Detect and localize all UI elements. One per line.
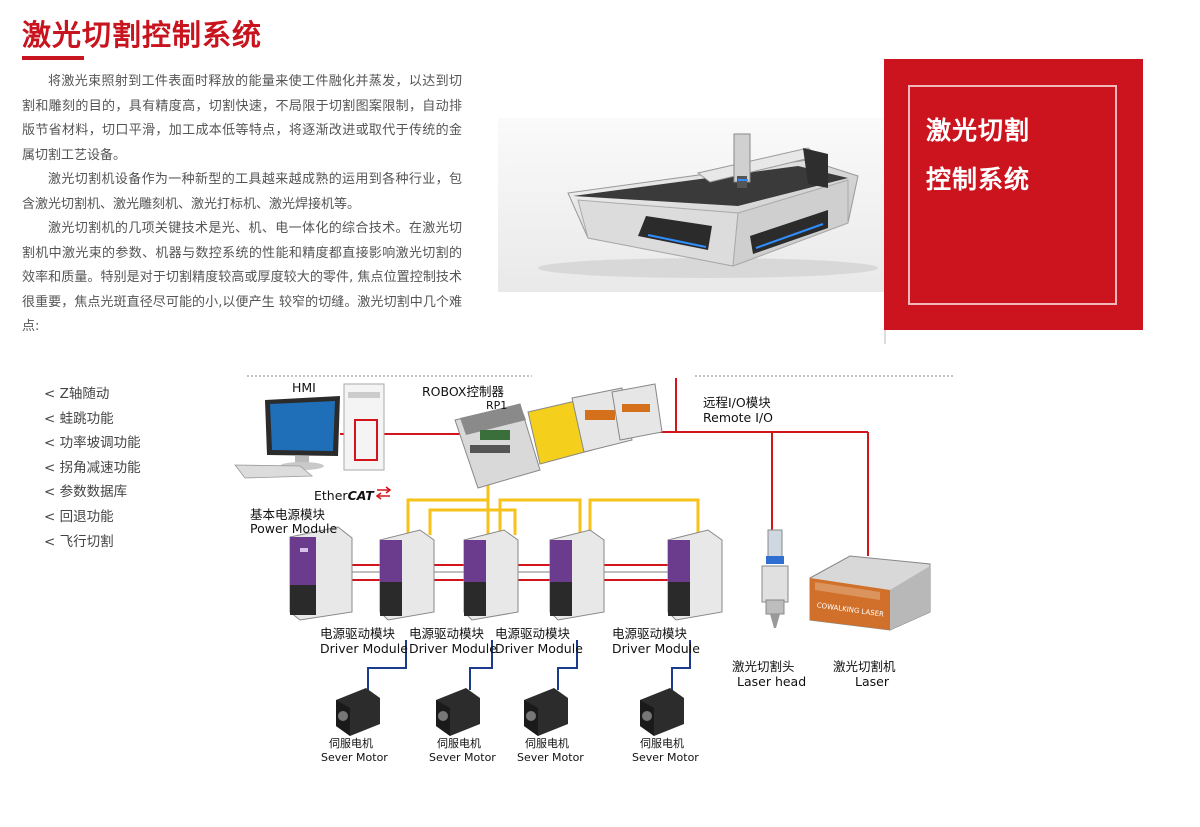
feature-item: < 参数数据库: [44, 484, 128, 501]
feature-item: < 蛙跳功能: [44, 410, 114, 427]
laser-head: [761, 529, 789, 628]
servo-motor: [524, 688, 568, 736]
driver-cn-label: 电源驱动模块: [612, 626, 688, 641]
power-module: [289, 526, 353, 621]
banner-divider: [884, 330, 886, 344]
motor-cn-label: 伺服电机: [437, 737, 481, 750]
servo-motor: [336, 688, 380, 736]
laser-machine-photo: [498, 118, 886, 292]
motor-en-label: Sever Motor: [517, 751, 584, 764]
driver-en-label: Driver Module: [612, 641, 700, 656]
laser-en-label: Laser: [855, 674, 889, 689]
power-module-cn-label: 基本电源模块: [250, 507, 326, 522]
ethercat-ether: Ether: [314, 488, 348, 503]
ethercat-cat: CAT: [347, 488, 374, 503]
motor-cables: [367, 640, 691, 690]
laser-head-en-label: Laser head: [737, 674, 807, 689]
banner-line-1: 激光切割: [926, 116, 1031, 145]
motor-cn-label: 伺服电机: [329, 737, 373, 750]
title-underline: [22, 56, 84, 60]
motor-en-label: Sever Motor: [429, 751, 496, 764]
banner-frame: 激光切割 控制系统: [908, 85, 1117, 305]
intro-text: 将激光束照射到工件表面时释放的能量来使工件融化并蒸发，以达到切割和雕刻的目的，具…: [22, 70, 462, 340]
intro-paragraph: 激光切割机的几项关键技术是光、机、电一体化的综合技术。在激光切割机中激光束的参数…: [22, 221, 462, 334]
page-title: 激光切割控制系统: [22, 18, 263, 52]
laser-head-cn-label: 激光切割头: [732, 659, 795, 674]
feature-item: < 飞行切割: [44, 533, 114, 550]
robox-controller: [454, 383, 663, 489]
intro-paragraph: 将激光束照射到工件表面时释放的能量来使工件融化并蒸发，以达到切割和雕刻的目的，具…: [22, 74, 462, 163]
feature-item: < 回退功能: [44, 508, 114, 525]
driver-cn-label: 电源驱动模块: [409, 626, 485, 641]
robox-label: ROBOX控制器: [422, 384, 504, 399]
feature-item: < 拐角减速功能: [44, 459, 141, 476]
driver-en-label: Driver Module: [409, 641, 497, 656]
banner-line-2: 控制系统: [926, 165, 1031, 194]
driver-en-label: Driver Module: [495, 641, 583, 656]
laser-cn-label: 激光切割机: [833, 659, 896, 674]
servo-motor: [436, 688, 480, 736]
feature-item: < 功率坡调功能: [44, 435, 141, 452]
servo-motor: [640, 688, 684, 736]
driver-module: [463, 529, 519, 621]
remote-io-en-label: Remote I/O: [703, 410, 773, 425]
ethercat-logo: EtherCAT: [314, 488, 374, 503]
power-module-en-label: Power Module: [250, 521, 338, 536]
motor-cn-label: 伺服电机: [640, 737, 684, 750]
laser-source: COWALKING LASER: [809, 555, 931, 631]
driver-module: [667, 529, 723, 621]
robox-sub-label: RP1: [486, 399, 508, 412]
remote-io-cn-label: 远程I/O模块: [703, 395, 771, 410]
motor-en-label: Sever Motor: [632, 751, 699, 764]
title-banner: 激光切割 控制系统: [884, 59, 1143, 330]
hmi-computer: [234, 383, 385, 479]
feature-item: < Z轴随动: [44, 386, 110, 402]
driver-module: [549, 529, 605, 621]
driver-en-label: Driver Module: [320, 641, 408, 656]
driver-cn-label: 电源驱动模块: [320, 626, 396, 641]
ethercat-arrows: [375, 486, 392, 500]
intro-paragraph: 激光切割机设备作为一种新型的工具越来越成熟的运用到各种行业，包含激光切割机、激光…: [22, 172, 462, 212]
motor-cn-label: 伺服电机: [525, 737, 569, 750]
feature-list: < Z轴随动 < 蛙跳功能 < 功率坡调功能 < 拐角减速功能 < 参数数据库 …: [44, 382, 141, 554]
hmi-label: HMI: [292, 380, 316, 395]
driver-module: [379, 529, 435, 621]
ethercat-bus: [406, 485, 700, 535]
motor-en-label: Sever Motor: [321, 751, 388, 764]
driver-cn-label: 电源驱动模块: [495, 626, 571, 641]
